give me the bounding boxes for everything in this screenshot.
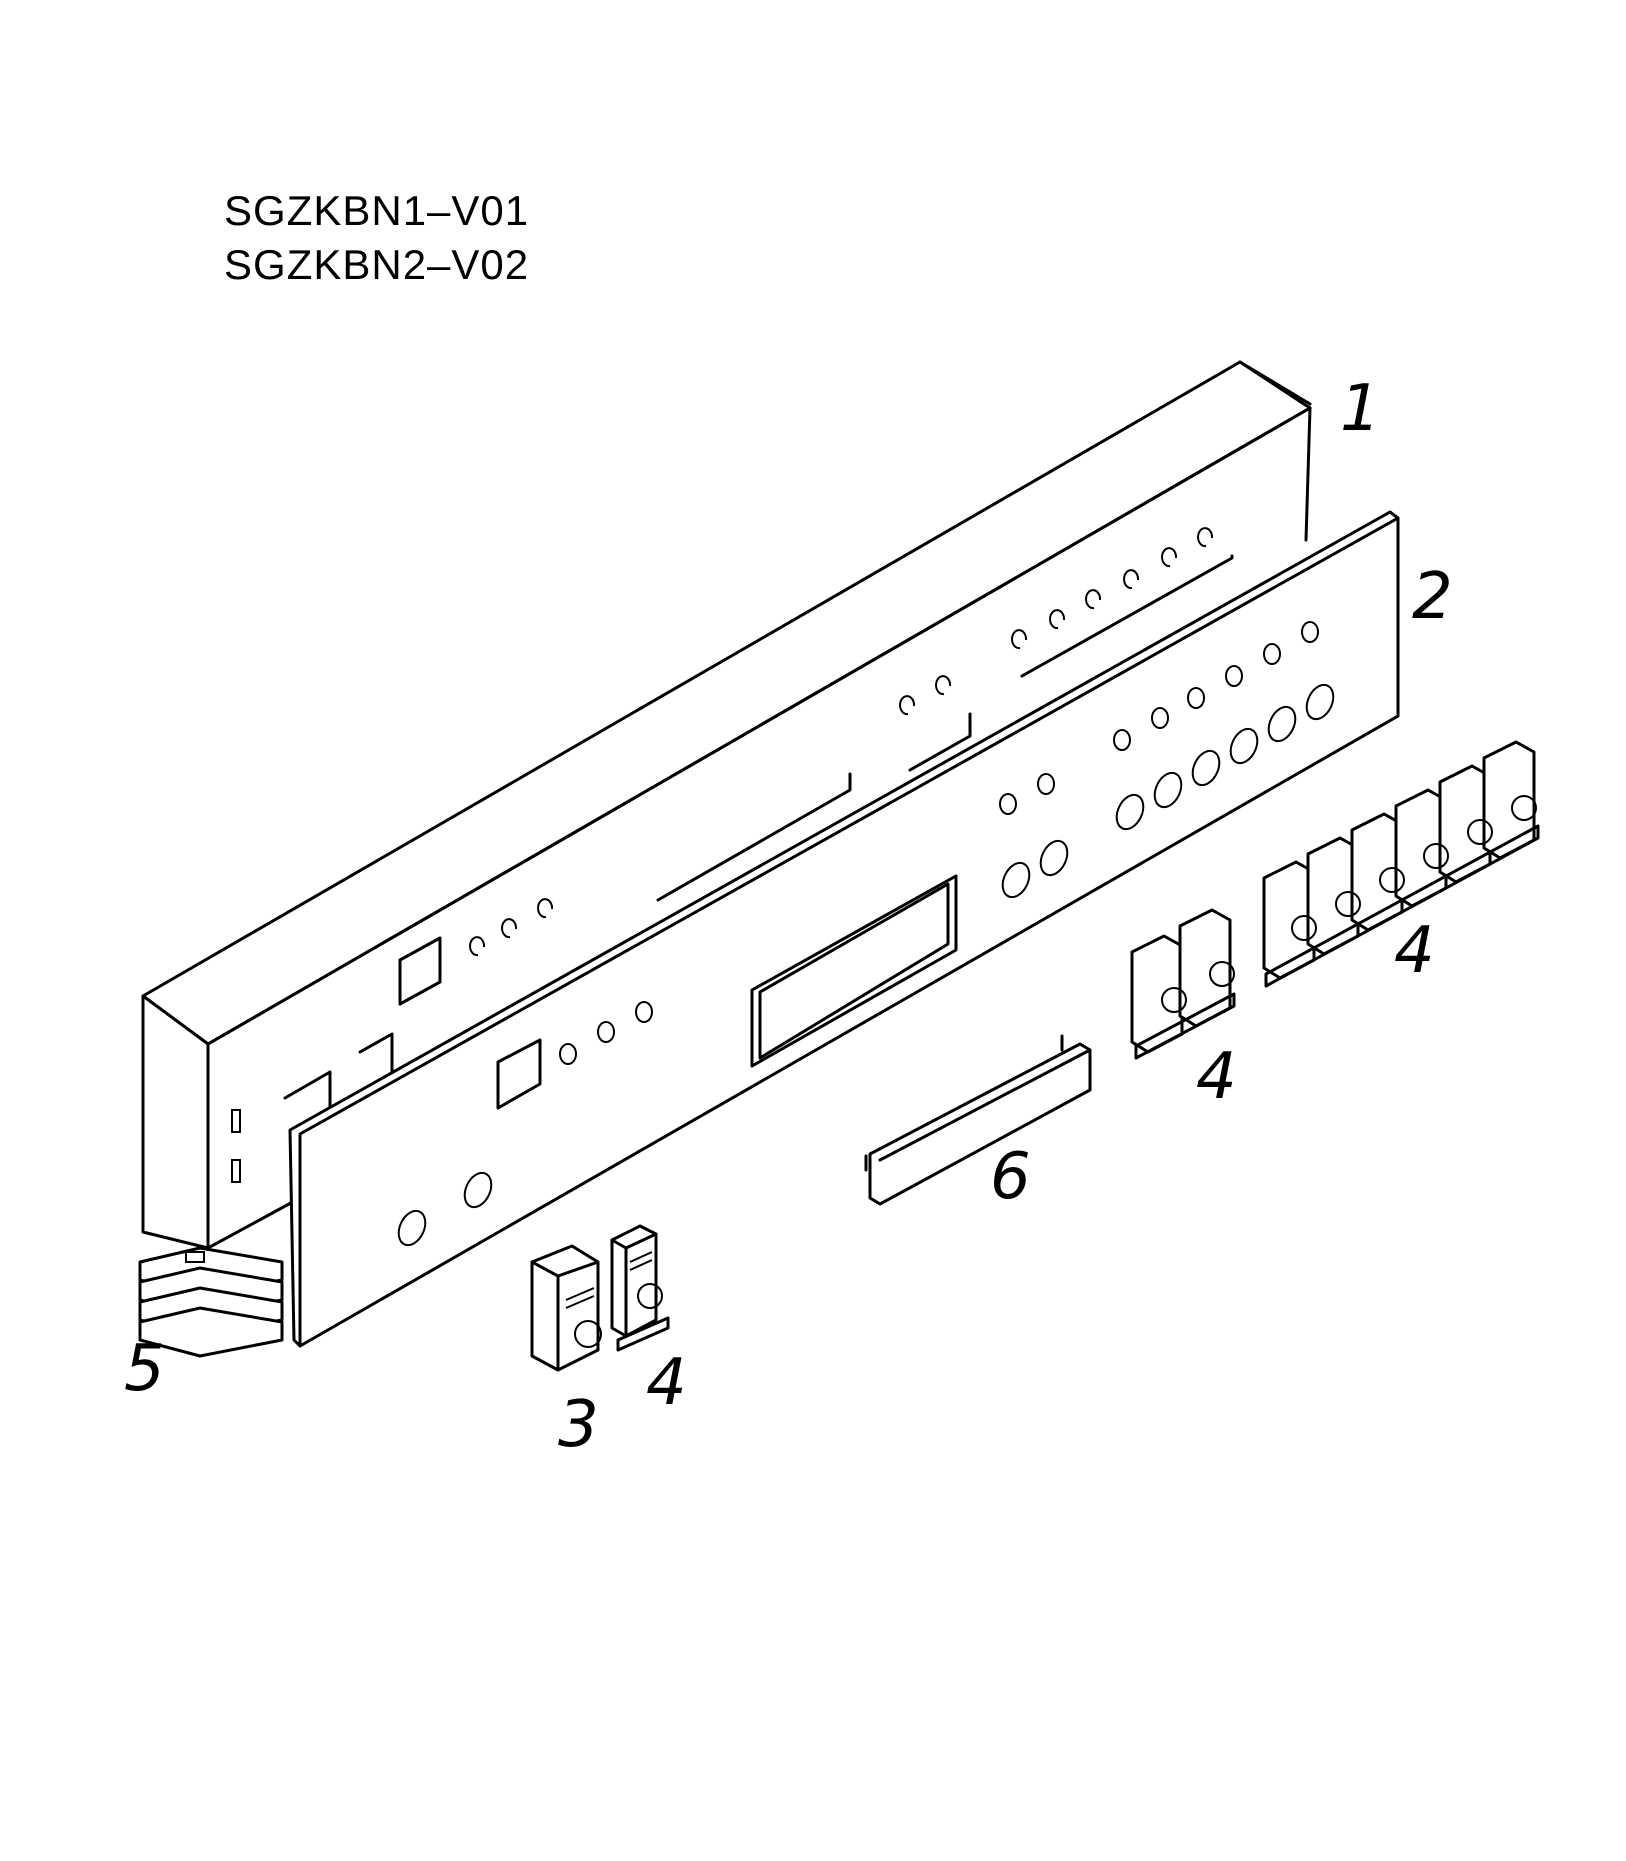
part-6-trim-strip bbox=[864, 1034, 1092, 1206]
model-code-block: SGZKBN1–V01 SGZKBN2–V02 bbox=[224, 184, 529, 292]
callout-3: 3 bbox=[558, 1388, 599, 1462]
part-3-switch-housing bbox=[530, 1244, 602, 1372]
model-code-2: SGZKBN2–V02 bbox=[224, 241, 530, 288]
callout-4-pair: 4 bbox=[1196, 1040, 1237, 1114]
callout-6: 6 bbox=[990, 1140, 1031, 1214]
callout-1: 1 bbox=[1340, 372, 1381, 446]
callout-4-single: 4 bbox=[646, 1346, 687, 1420]
part-1-housing bbox=[141, 360, 1312, 1250]
model-code-1: SGZKBN1–V01 bbox=[224, 187, 530, 234]
part-2-front-panel bbox=[288, 510, 1400, 1348]
part-4-switch-row bbox=[1262, 740, 1540, 988]
callout-5: 5 bbox=[124, 1332, 165, 1406]
callout-4-row: 4 bbox=[1394, 914, 1435, 988]
part-5-pads bbox=[138, 1246, 284, 1358]
part-4-switch-pair bbox=[1130, 908, 1236, 1060]
part-4-switch-single bbox=[610, 1224, 670, 1352]
callout-2: 2 bbox=[1412, 560, 1453, 634]
